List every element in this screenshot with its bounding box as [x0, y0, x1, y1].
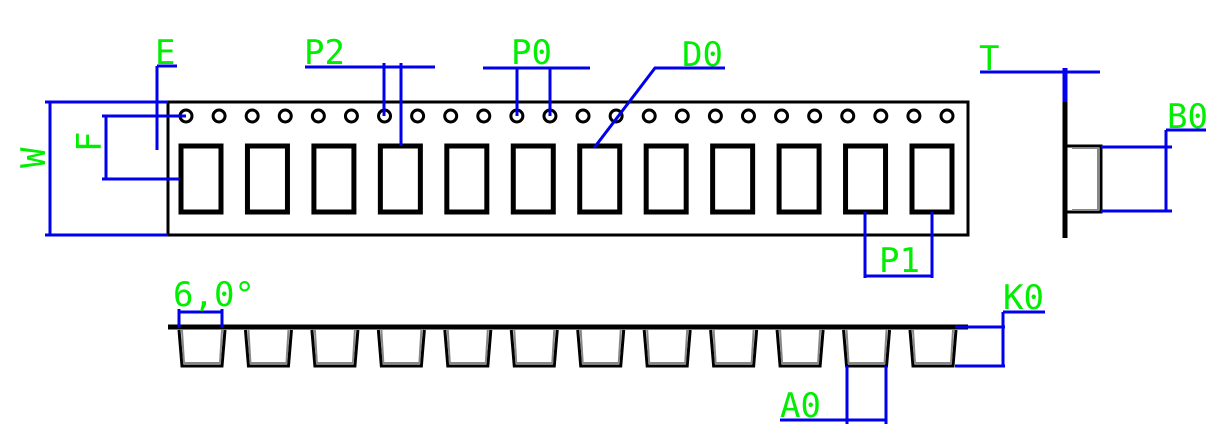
dim-B0: B0	[1101, 97, 1208, 213]
label-B0: B0	[1167, 97, 1208, 137]
dim-A0: A0	[780, 366, 888, 426]
pocket	[577, 143, 623, 215]
label-T: T	[979, 39, 999, 79]
label-A0: A0	[780, 386, 821, 426]
pockets-top	[178, 143, 955, 215]
dim-P0: P0	[483, 33, 590, 116]
pocket	[710, 143, 756, 215]
pocket	[843, 143, 889, 215]
label-F: F	[70, 132, 110, 152]
sprocket-hole	[740, 108, 756, 124]
dim-angle: 6,0°	[173, 275, 255, 328]
pocket	[909, 143, 955, 215]
pocket	[377, 143, 423, 215]
pocket	[444, 143, 490, 215]
pocket-side	[177, 329, 227, 368]
pocket	[510, 143, 556, 215]
pocket-side	[709, 329, 759, 368]
sprocket-hole	[840, 108, 856, 124]
sprocket-hole	[277, 108, 293, 124]
dim-W: W	[14, 100, 168, 237]
sprocket-hole	[443, 108, 459, 124]
pocket-side	[243, 329, 293, 368]
sprocket-hole	[774, 108, 790, 124]
dim-F: F	[70, 114, 186, 181]
sprocket-hole	[476, 108, 492, 124]
pocket	[244, 143, 290, 215]
label-W: W	[14, 147, 54, 168]
sprocket-hole	[310, 108, 326, 124]
dim-E: E	[155, 33, 177, 150]
sprocket-hole	[410, 108, 426, 124]
pocket-side	[775, 329, 825, 368]
label-E: E	[155, 33, 175, 73]
sprocket-hole	[939, 108, 955, 124]
pocket-side	[310, 329, 360, 368]
pocket-side	[576, 329, 626, 368]
pocket-side	[642, 329, 692, 368]
dim-P2: P2	[304, 33, 435, 146]
dim-K0: K0	[955, 278, 1045, 368]
label-K0: K0	[1003, 278, 1044, 318]
sprocket-hole	[343, 108, 359, 124]
tape-end-view	[1062, 100, 1103, 238]
pocket	[643, 143, 689, 215]
dim-P1: P1	[863, 212, 934, 281]
sprocket-hole	[608, 108, 624, 124]
sprocket-holes	[178, 108, 955, 124]
pockets-side	[177, 329, 958, 368]
sprocket-hole	[674, 108, 690, 124]
pocket-side	[842, 329, 892, 368]
sprocket-hole	[575, 108, 591, 124]
sprocket-hole	[707, 108, 723, 124]
label-D0: D0	[682, 35, 723, 75]
tape-top-view	[166, 100, 970, 237]
pocket-side	[443, 329, 493, 368]
label-P2: P2	[304, 33, 345, 73]
label-P0: P0	[511, 33, 552, 73]
sprocket-hole	[211, 108, 227, 124]
pocket-side	[509, 329, 559, 368]
pocket	[311, 143, 357, 215]
sprocket-hole	[807, 108, 823, 124]
pocket	[178, 143, 224, 215]
dim-T: T	[979, 39, 1100, 102]
pocket	[776, 143, 822, 215]
sprocket-hole	[244, 108, 260, 124]
sprocket-hole	[873, 108, 889, 124]
pocket-side	[908, 329, 958, 368]
pocket-side	[376, 329, 426, 368]
label-P1: P1	[879, 241, 920, 281]
sprocket-hole	[641, 108, 657, 124]
label-angle: 6,0°	[173, 275, 255, 315]
dim-D0: D0	[592, 35, 725, 149]
sprocket-hole	[906, 108, 922, 124]
